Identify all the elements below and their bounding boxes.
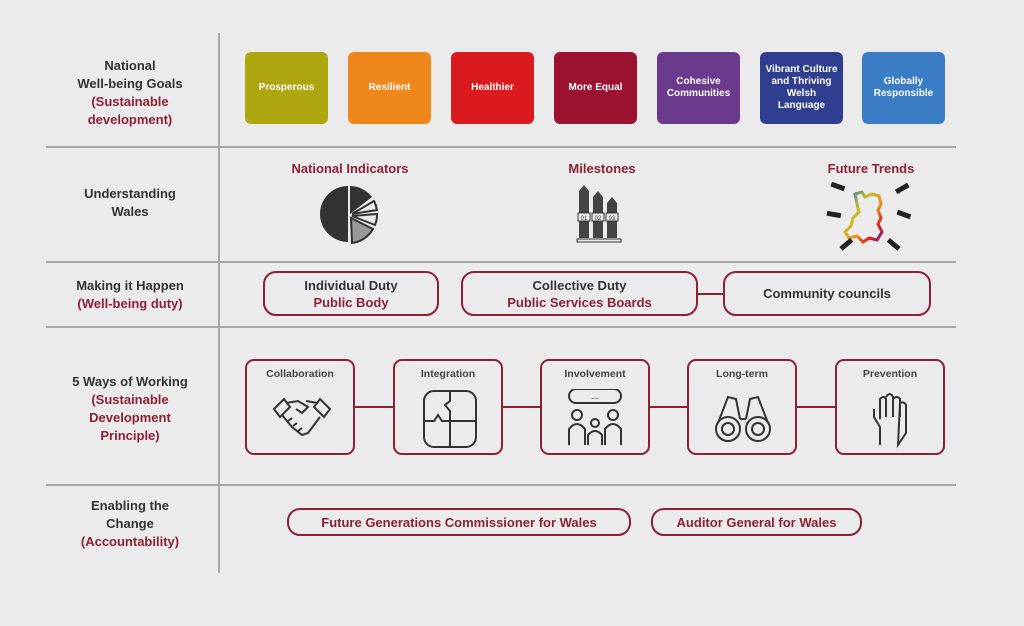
goal-cohesive-communities: Cohesive Communities bbox=[657, 52, 740, 124]
row-divider bbox=[46, 146, 956, 148]
milestones-icon: 01 02 03 bbox=[576, 185, 622, 243]
duty-title: Individual Duty bbox=[304, 277, 398, 293]
row-label-enabling: Enabling the Change (Accountability) bbox=[40, 497, 220, 551]
connector-line bbox=[698, 293, 723, 295]
row-subtitle: (Sustainable development) bbox=[87, 94, 173, 127]
puzzle-icon bbox=[423, 390, 477, 448]
hand-icon bbox=[873, 393, 907, 449]
duty-title: Collective Duty bbox=[532, 277, 627, 293]
row-title: Making it Happen bbox=[76, 278, 184, 293]
duty-subtitle: Public Services Boards bbox=[507, 294, 652, 310]
people-icon: ... bbox=[568, 389, 622, 445]
goal-resilient: Resilient bbox=[348, 52, 431, 124]
way-long-term: Long-term bbox=[687, 359, 797, 455]
goal-prosperous: Prosperous bbox=[245, 52, 328, 124]
way-prevention: Prevention bbox=[835, 359, 945, 455]
row-subtitle: (Accountability) bbox=[80, 534, 180, 549]
way-integration: Integration bbox=[393, 359, 503, 455]
row-title: Enabling the Change bbox=[91, 498, 169, 531]
duty-subtitle: Public Body bbox=[313, 294, 389, 310]
goal-more-equal: More Equal bbox=[554, 52, 637, 124]
milestone-tag: 02 bbox=[595, 216, 602, 222]
goal-vibrant-culture: Vibrant Culture and Thriving Welsh Langu… bbox=[760, 52, 843, 124]
row-label-ways: 5 Ways of Working (Sustainable Developmen… bbox=[40, 373, 220, 445]
milestone-tag: 01 bbox=[581, 216, 588, 222]
row-subtitle: (Well-being duty) bbox=[77, 296, 183, 311]
milestone-tag: 03 bbox=[609, 216, 616, 222]
row-title: 5 Ways of Working bbox=[72, 374, 188, 389]
vertical-divider bbox=[218, 33, 220, 573]
handshake-icon bbox=[272, 397, 332, 437]
milestones-label: Milestones bbox=[568, 161, 636, 176]
accountability-label: Future Generations Commissioner for Wale… bbox=[321, 514, 597, 530]
row-title: Understanding Wales bbox=[84, 186, 176, 219]
pie-chart-icon bbox=[320, 186, 379, 245]
future-trends-label: Future Trends bbox=[827, 161, 915, 176]
connector-line bbox=[797, 406, 835, 408]
row-divider bbox=[46, 326, 956, 328]
row-divider bbox=[46, 261, 956, 263]
way-involvement: Involvement ... bbox=[540, 359, 650, 455]
accountability-label: Auditor General for Wales bbox=[676, 514, 837, 530]
row-label-goals: National Well-being Goals(Sustainable de… bbox=[40, 57, 220, 129]
binoculars-icon bbox=[715, 395, 771, 442]
row-subtitle: (Sustainable Development Principle) bbox=[89, 392, 171, 443]
way-collaboration: Collaboration bbox=[245, 359, 355, 455]
auditor-general-box: Auditor General for Wales bbox=[651, 508, 862, 536]
speech-bubble-dots: ... bbox=[591, 391, 599, 402]
way-label: Involvement bbox=[564, 368, 626, 380]
row-divider bbox=[46, 484, 956, 486]
way-label: Prevention bbox=[862, 368, 918, 380]
row-label-understanding: Understanding Wales bbox=[40, 185, 220, 221]
connector-line bbox=[503, 406, 540, 408]
row-title: National Well-being Goals bbox=[77, 58, 183, 91]
wales-map-icon bbox=[826, 181, 912, 251]
community-councils-box: Community councils bbox=[723, 271, 931, 316]
duty-title: Community councils bbox=[763, 286, 891, 301]
way-label: Long-term bbox=[716, 368, 768, 380]
national-indicators-label: National Indicators bbox=[291, 161, 409, 176]
goal-globally-responsible: Globally Responsible bbox=[862, 52, 945, 124]
way-label: Integration bbox=[420, 368, 476, 380]
connector-line bbox=[650, 406, 687, 408]
row-label-making: Making it Happen (Well-being duty) bbox=[40, 277, 220, 313]
connector-line bbox=[355, 406, 393, 408]
future-generations-commissioner-box: Future Generations Commissioner for Wale… bbox=[287, 508, 631, 536]
way-label: Collaboration bbox=[266, 368, 334, 380]
goal-healthier: Healthier bbox=[451, 52, 534, 124]
